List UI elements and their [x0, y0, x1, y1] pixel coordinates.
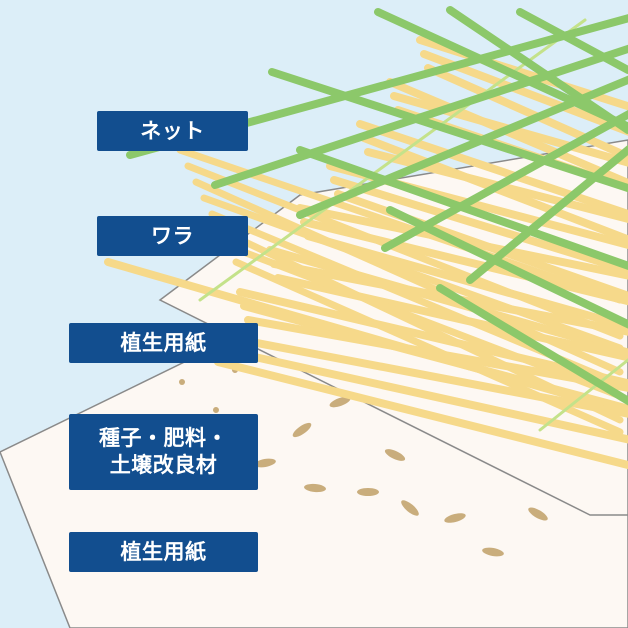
seed-particle	[292, 422, 312, 438]
net-strand	[516, 8, 628, 74]
straw-strand	[206, 330, 628, 418]
net-strand	[386, 206, 628, 329]
seed-particle	[304, 483, 326, 493]
straw-strand	[210, 344, 628, 444]
straw-strand	[360, 134, 628, 244]
straw-strand	[356, 120, 628, 219]
straw-strand	[304, 232, 628, 331]
straw-strand	[200, 194, 624, 352]
straw-strand	[224, 242, 624, 400]
label-net-text: ネット	[140, 118, 205, 143]
net-strand	[466, 144, 628, 284]
seed-particle	[357, 488, 379, 496]
net-layer	[126, 6, 628, 432]
straw-strand	[390, 92, 628, 167]
seed-particles	[179, 367, 548, 557]
label-paper-top: 植生用紙	[69, 323, 258, 363]
seed-particle	[384, 449, 406, 461]
straw-strand	[104, 258, 604, 408]
straw-strand	[214, 358, 628, 470]
label-straw-text: ワラ	[151, 223, 194, 248]
seed-particle	[329, 396, 351, 408]
label-paper-top-text: 植生用紙	[120, 330, 207, 355]
net-strand	[211, 44, 628, 189]
seed-particle	[482, 547, 504, 557]
seed-particle	[444, 513, 466, 523]
net-thin-strand	[538, 358, 628, 432]
straw-strand	[184, 162, 624, 340]
label-net: ネット	[97, 111, 248, 151]
straw-strand	[330, 176, 628, 275]
seed-particle	[254, 458, 276, 468]
seed-particle	[179, 379, 185, 385]
label-seeds: 種子・肥料・ 土壌改良材	[69, 414, 258, 490]
label-straw: ワラ	[97, 216, 248, 256]
seed-particle	[401, 500, 419, 516]
net-strand	[296, 146, 628, 271]
straw-strand	[192, 178, 624, 376]
label-paper-bottom: 植生用紙	[69, 532, 258, 572]
net-strand	[268, 68, 628, 193]
net-thin-strand	[198, 18, 587, 302]
straw-strand	[232, 258, 624, 436]
net-strand	[436, 284, 628, 406]
straw-strand	[266, 246, 628, 357]
label-paper-bottom-text: 植生用紙	[120, 539, 207, 564]
net-strand	[446, 6, 628, 134]
label-seeds-line2: 土壌改良材	[109, 453, 218, 477]
label-seeds-line1: 種子・肥料・	[99, 426, 228, 451]
straw-strand	[296, 204, 628, 280]
seed-particle	[528, 507, 548, 521]
seed-particle	[213, 407, 219, 413]
